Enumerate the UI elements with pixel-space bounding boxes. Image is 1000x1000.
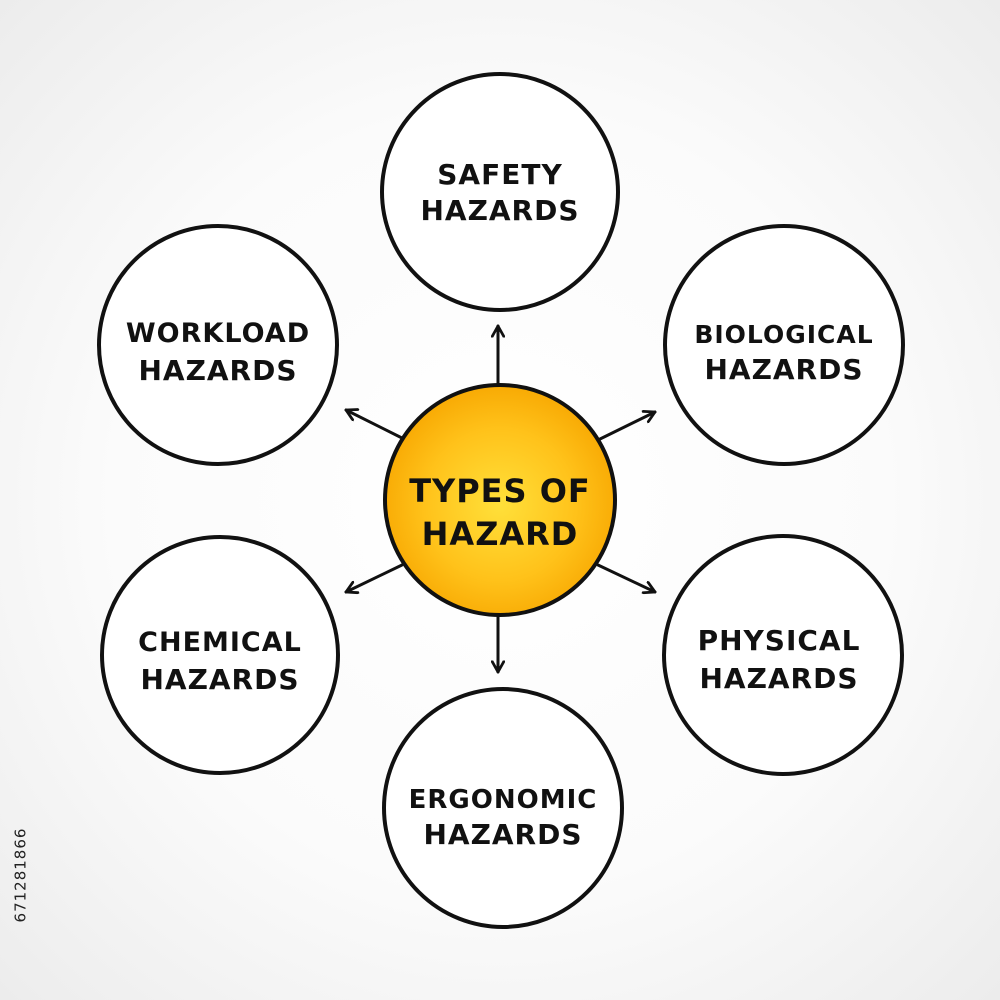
arrow-to-chemical	[344, 563, 404, 592]
branch-node-workload: WORKLOAD HAZARDS	[97, 224, 339, 466]
branch-label-line2: HAZARDS	[704, 353, 863, 386]
branch-label-line1: PHYSICAL	[698, 624, 861, 657]
branch-label-line1: ERGONOMIC	[409, 785, 598, 815]
central-label-line2: HAZARD	[422, 515, 579, 553]
branch-label-line1: WORKLOAD	[126, 318, 310, 349]
branch-label-line2: HAZARDS	[420, 194, 579, 227]
central-label-line1: TYPES OF	[409, 472, 591, 510]
stock-id-label: 671281866	[8, 770, 32, 980]
branch-label-line2: HAZARDS	[138, 354, 297, 387]
branch-node-ergonomic: ERGONOMIC HAZARDS	[382, 687, 624, 929]
arrow-to-physical	[596, 563, 657, 592]
branch-label-line2: HAZARDS	[699, 662, 858, 695]
branch-node-biological: BIOLOGICAL HAZARDS	[663, 224, 905, 466]
central-node: TYPES OF HAZARD	[383, 383, 617, 617]
branch-label-line2: HAZARDS	[423, 818, 582, 851]
branch-node-chemical: CHEMICAL HAZARDS	[100, 535, 340, 775]
stock-id-text: 671281866	[11, 827, 29, 923]
branch-label-line2: HAZARDS	[140, 663, 299, 696]
arrow-to-workload	[344, 410, 404, 440]
branch-node-safety: SAFETY HAZARDS	[380, 72, 620, 312]
branch-node-physical: PHYSICAL HAZARDS	[662, 534, 904, 776]
branch-label-line1: SAFETY	[437, 158, 562, 191]
branch-label-line1: CHEMICAL	[138, 627, 302, 658]
arrow-to-biological	[596, 412, 657, 442]
branch-label-line1: BIOLOGICAL	[694, 320, 873, 349]
arrows	[344, 324, 657, 674]
